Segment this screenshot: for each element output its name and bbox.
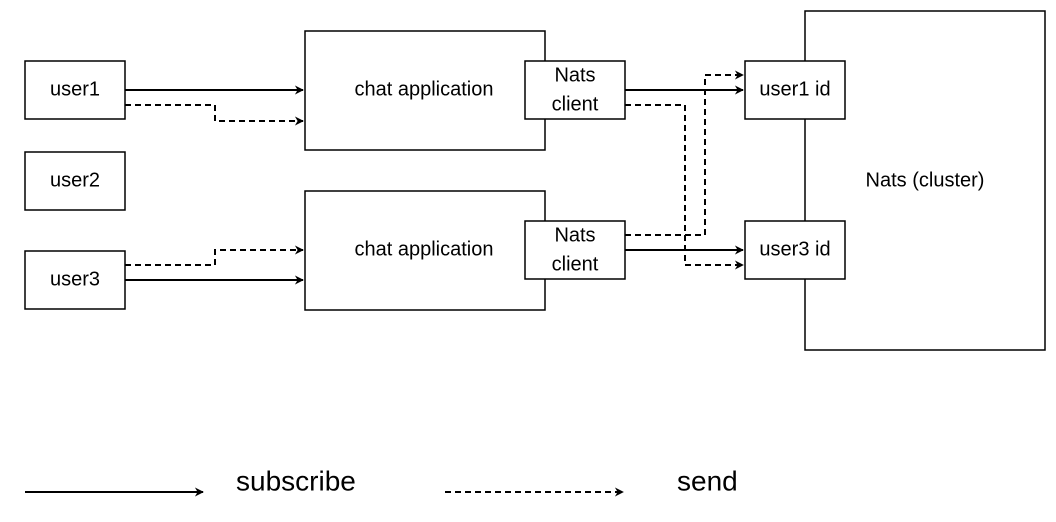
user3-label: user3 [50,268,100,290]
chat-app-2-node: chat application [304,190,546,311]
chat-app-2-label: chat application [355,238,494,260]
user2-node: user2 [24,151,126,211]
nats-client-1-label-line1: Nats [554,64,595,86]
nats-client-2-box [524,220,626,280]
chat-app-2-box [304,190,546,311]
nats-client-2-node: Nats client [524,220,626,280]
nats-client-1-label-line2: client [552,93,599,115]
edge-client1-send-user3-id [625,104,744,270]
user1-label: user1 [50,78,100,100]
edge-user1-send [125,104,304,126]
chat-app-1-node: chat application [304,30,546,151]
nats-client-2-label-line1: Nats [554,224,595,246]
user2-box [24,151,126,211]
user2-label: user2 [50,169,100,191]
edge-user3-send [125,245,304,266]
chat-app-1-box [304,30,546,151]
legend: subscribe send [25,465,738,497]
user3-id-box [744,220,846,280]
legend-send-label: send [677,465,738,496]
user1-id-box [744,60,846,120]
user1-box [24,60,126,120]
user1-id-node: user1 id [744,60,846,120]
user3-id-label: user3 id [759,238,830,260]
edge-client2-send-user1-id [625,70,744,236]
nats-cluster-label: Nats (cluster) [866,169,985,191]
user3-id-node: user3 id [744,220,846,280]
nats-client-1-node: Nats client [524,60,626,120]
legend-subscribe-label: subscribe [236,465,356,496]
user3-node: user3 [24,250,126,310]
user1-id-label: user1 id [759,78,830,100]
nats-client-1-box [524,60,626,120]
user1-node: user1 [24,60,126,120]
chat-app-1-label: chat application [355,78,494,100]
nats-client-2-label-line2: client [552,253,599,275]
